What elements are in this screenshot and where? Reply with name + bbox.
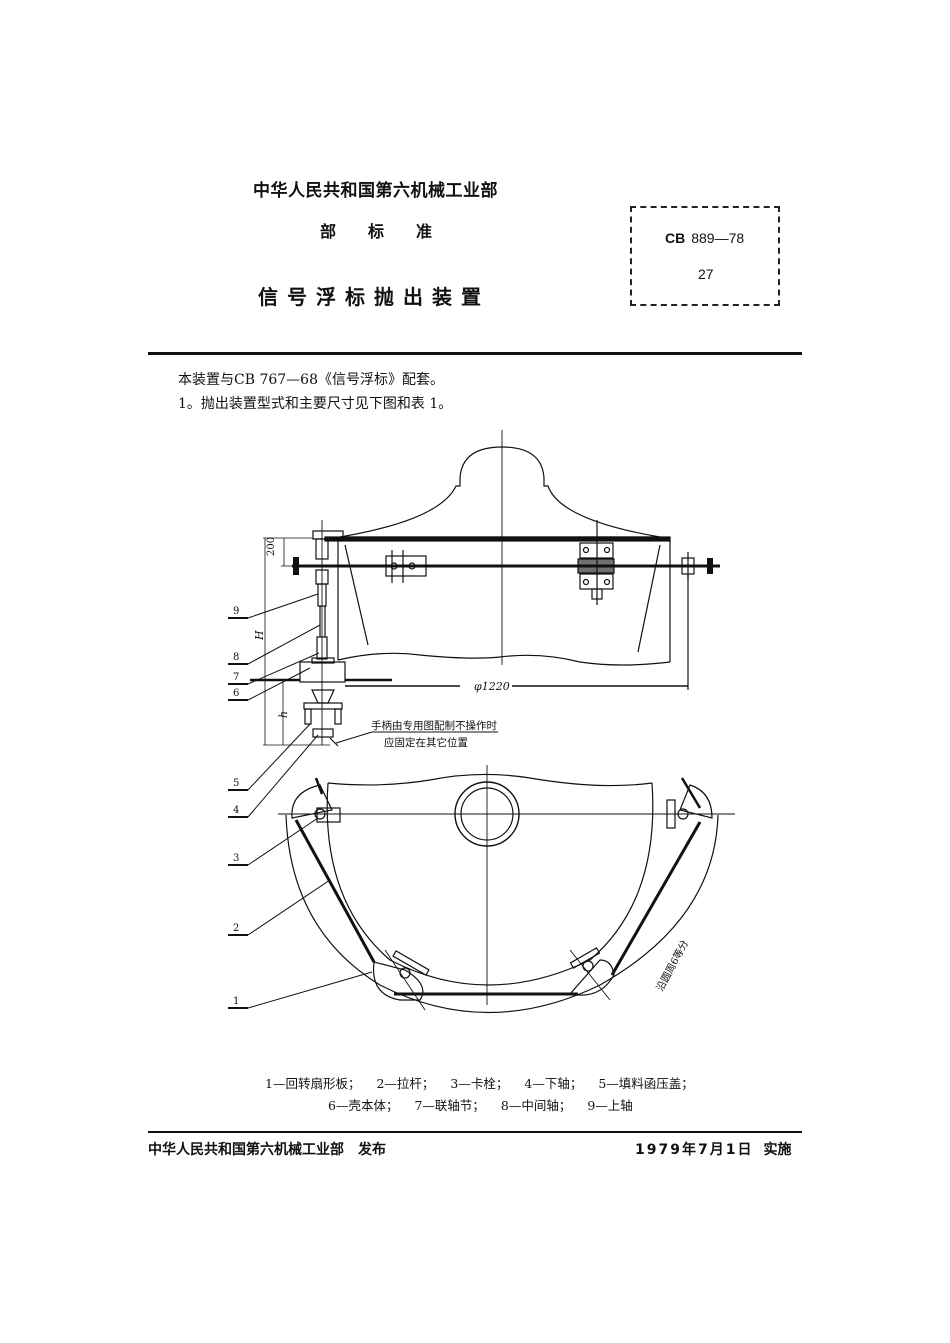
technical-drawing: 200 H h φ1220 手柄由专用图配制不操作时 应固定在其它位置 9 8 … — [228, 430, 735, 1014]
implement-label: 实施 — [763, 1142, 792, 1158]
svg-text:手柄由专用图配制不操作时: 手柄由专用图配制不操作时 — [371, 719, 497, 732]
standard-prefix: CB — [665, 230, 686, 246]
svg-text:9: 9 — [233, 606, 239, 617]
footer-divider — [148, 1131, 802, 1133]
elevation-view: 200 H h φ1220 手柄由专用图配制不操作时 应固定在其它位置 — [250, 430, 720, 749]
svg-text:8: 8 — [233, 652, 239, 663]
effective-date: 1979年7月1日 — [635, 1142, 754, 1158]
callouts-elevation: 9 8 7 6 5 4 — [228, 593, 321, 818]
svg-text:3: 3 — [233, 853, 239, 864]
svg-text:H: H — [253, 630, 266, 641]
plan-view: 沿圆周6等分 — [278, 765, 735, 1014]
standard-number: CB 889—78 — [665, 230, 744, 246]
legend-item: 4—下轴； — [524, 1076, 583, 1091]
svg-text:5: 5 — [233, 778, 239, 789]
standard-type-char: 部 — [320, 222, 337, 241]
legend-item: 3—卡栓； — [450, 1076, 509, 1091]
standard-type-char: 准 — [416, 222, 433, 241]
svg-text:2: 2 — [233, 923, 239, 934]
effective-date-line: 1979年7月1日实施 — [635, 1139, 791, 1159]
parts-legend-row-2: 6—壳本体； 7—联轴节； 8—中间轴； 9—上轴 — [328, 1095, 649, 1114]
legend-item: 6—壳本体； — [328, 1098, 399, 1113]
svg-text:6: 6 — [233, 688, 239, 699]
standard-type-char: 标 — [368, 222, 385, 241]
svg-text:沿圆周6等分: 沿圆周6等分 — [653, 938, 691, 994]
legend-item: 9—上轴 — [587, 1098, 633, 1113]
legend-item: 7—联轴节； — [414, 1098, 485, 1113]
svg-text:200: 200 — [266, 537, 277, 556]
standard-code-box — [630, 206, 780, 306]
standard-number-value: 889—78 — [691, 230, 745, 246]
svg-text:1: 1 — [233, 996, 239, 1007]
callouts-plan: 3 2 1 — [228, 817, 373, 1009]
svg-text:应固定在其它位置: 应固定在其它位置 — [384, 736, 468, 749]
standard-type: 部标准 — [320, 218, 464, 242]
clause-1: 1。抛出装置型式和主要尺寸见下图和表 1。 — [178, 396, 453, 412]
legend-item: 2—拉杆； — [376, 1076, 435, 1091]
legend-item: 5—填料函压盖； — [598, 1076, 694, 1091]
parts-legend-row-1: 1—回转扇形板； 2—拉杆； 3—卡栓； 4—下轴； 5—填料函压盖； — [265, 1073, 710, 1092]
intro-paragraph: 本装置与CB 767—68《信号浮标》配套。 — [178, 372, 444, 388]
issuing-organization: 中华人民共和国第六机械工业部 — [253, 181, 498, 201]
legend-item: 1—回转扇形板； — [265, 1076, 361, 1091]
svg-text:4: 4 — [233, 805, 239, 816]
header-divider — [148, 352, 802, 355]
page-number: 27 — [698, 266, 714, 282]
svg-text:7: 7 — [233, 672, 239, 683]
publisher-line: 中华人民共和国第六机械工业部 发布 — [148, 1142, 386, 1158]
svg-text:h: h — [277, 711, 290, 718]
legend-item: 8—中间轴； — [500, 1098, 572, 1113]
svg-text:φ1220: φ1220 — [474, 680, 510, 693]
document-title: 信号浮标抛出装置 — [258, 285, 490, 309]
